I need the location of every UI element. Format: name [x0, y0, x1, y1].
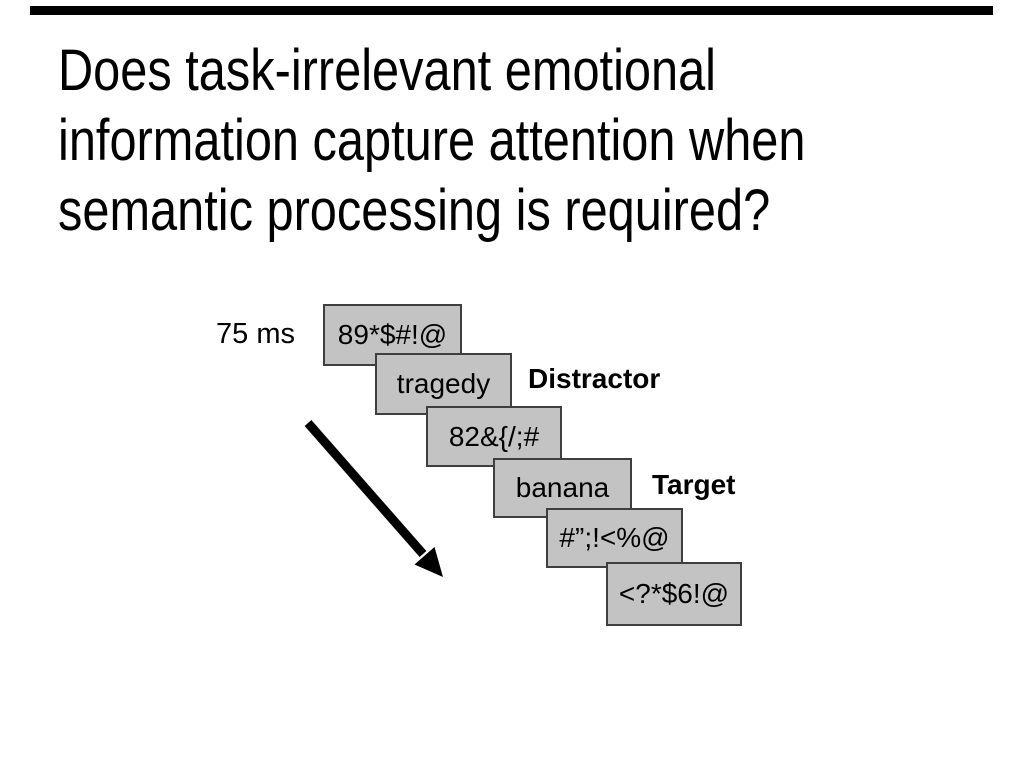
title-line-3: semantic processing is required? — [58, 178, 771, 243]
stimulus-card-text: 82&{/;# — [448, 420, 540, 452]
stimulus-card-text: tragedy — [396, 368, 491, 399]
stimulus-card-text: 89*$#!@ — [337, 319, 448, 350]
stimulus-card-mask-2: 82&{/;# — [426, 406, 562, 467]
sequence-arrow-icon — [304, 420, 443, 577]
stimulus-card-text: <?*$6!@ — [618, 578, 730, 609]
distractor-label: Distractor — [528, 363, 661, 394]
stimulus-card-text: #”;!<%@ — [559, 522, 670, 553]
stimulus-card-mask-3: #”;!<%@ — [546, 508, 683, 568]
page-title: Does task-irrelevant emotional informati… — [58, 36, 982, 246]
target-label: Target — [652, 469, 736, 500]
top-rule-bar — [30, 6, 993, 15]
stimulus-card-text: banana — [515, 472, 610, 503]
duration-label: 75 ms — [216, 318, 295, 350]
title-line-1: Does task-irrelevant emotional — [58, 38, 717, 103]
title-line-2: information capture attention when — [58, 108, 806, 173]
stimulus-card-mask-4: <?*$6!@ — [606, 562, 742, 626]
